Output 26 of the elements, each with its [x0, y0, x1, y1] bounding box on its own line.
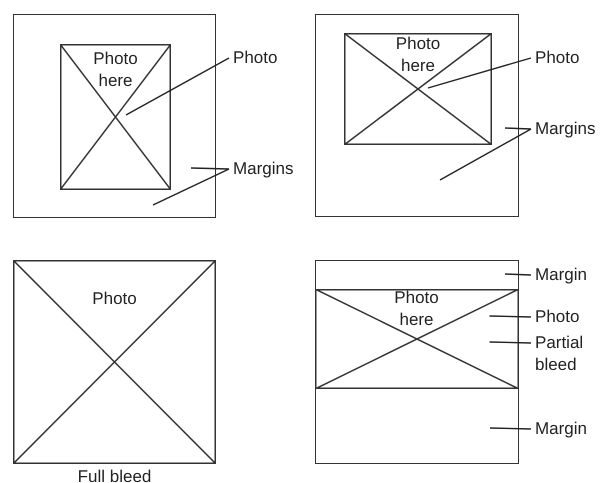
leader-line: [190, 167, 230, 170]
leader-line: [152, 168, 230, 206]
callout-label: Margins: [233, 158, 294, 180]
page-frame: [13, 14, 216, 218]
placeholder-label: Photo here: [394, 33, 442, 77]
callout-label: Margins: [535, 118, 596, 140]
callout-label: Margin: [535, 264, 587, 286]
leader-line: [504, 127, 532, 130]
callout-label: Margin: [535, 418, 587, 440]
placeholder-label: Photo: [91, 288, 138, 310]
leader-line: [490, 427, 532, 430]
leader-line: [440, 128, 532, 181]
callout-label: Photo: [535, 47, 580, 69]
leader-line: [504, 273, 532, 276]
page-frame: [315, 14, 519, 217]
leader-line: [489, 315, 532, 318]
node-label: Full bleed: [76, 466, 152, 483]
leader-line: [428, 57, 532, 89]
callout-label: Partial bleed: [535, 332, 603, 376]
page-frame: [315, 260, 519, 464]
leader-line: [489, 341, 532, 344]
placeholder-label: Photo here: [92, 48, 139, 92]
placeholder-label: Photo here: [393, 287, 440, 331]
leader-line: [126, 57, 230, 116]
callout-label: Photo: [233, 47, 278, 69]
callout-label: Photo: [535, 306, 580, 328]
